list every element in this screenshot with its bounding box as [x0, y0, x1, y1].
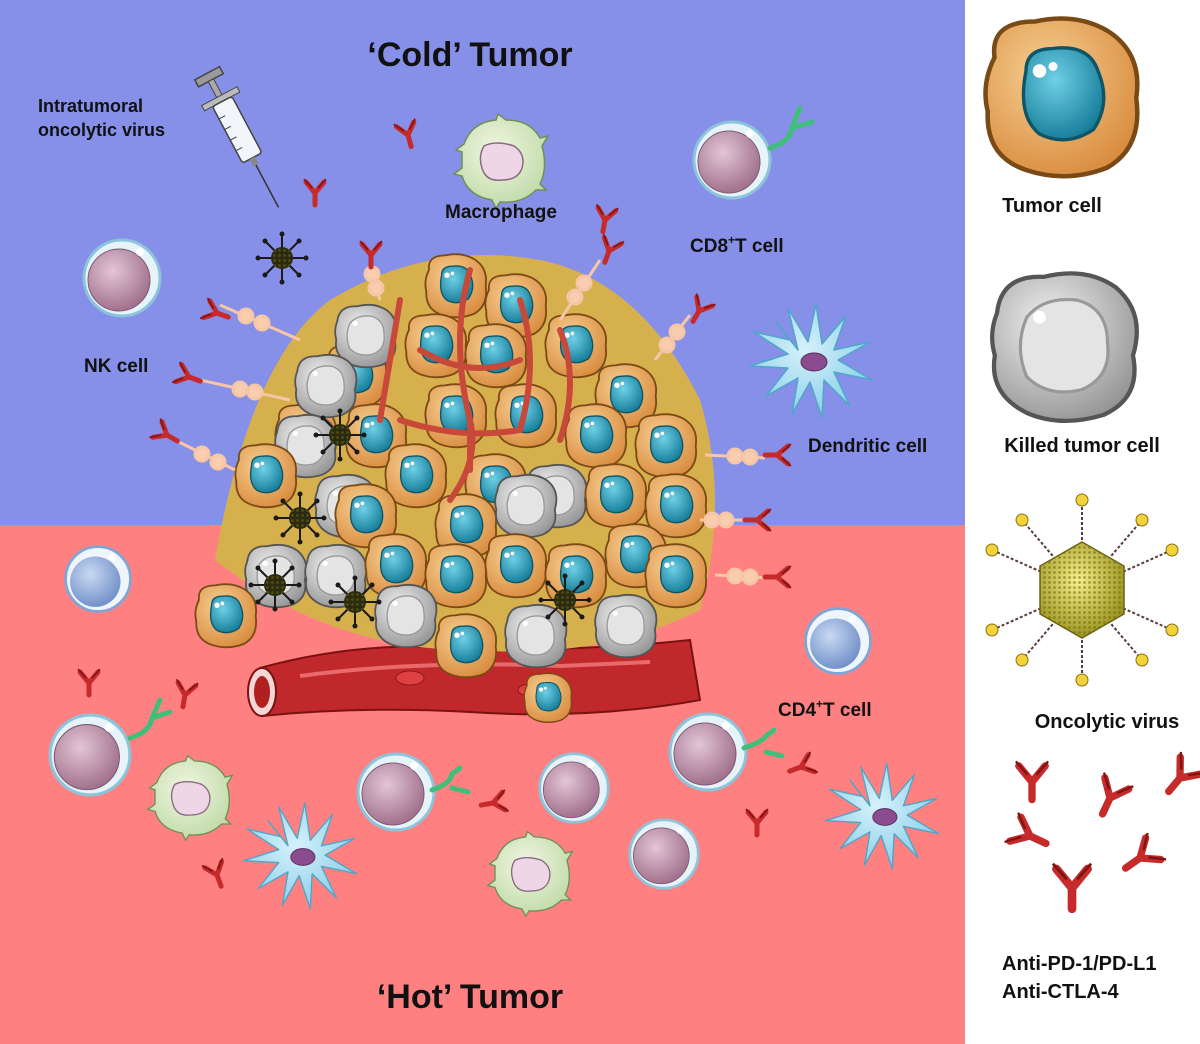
cold-tumor-title: ‘Cold’ Tumor [367, 36, 572, 74]
antibody-icon [1005, 752, 1200, 909]
blood-vessel [247, 638, 702, 718]
killed-tumor-cell-icon [992, 273, 1137, 421]
legend-antibody-line1: Anti-PD-1/PD-L1 [1002, 953, 1156, 975]
t-cell-hot-5 [628, 818, 700, 890]
nk-cell [82, 238, 162, 318]
legend-antibody-line2: Anti-CTLA-4 [1002, 981, 1120, 1003]
cd8-label: CD8+T cell [690, 233, 784, 257]
legend-tumor-cell: Tumor cell [1002, 195, 1102, 217]
dendritic-label: Dendritic cell [808, 436, 927, 457]
macrophage-label: Macrophage [445, 202, 557, 223]
cd4-t-cell-left [64, 545, 132, 613]
legend-oncolytic-virus: Oncolytic virus [1035, 711, 1180, 733]
legend: Tumor cell Killed tumor cell Oncolytic v… [985, 19, 1200, 1003]
t-cell-hot-4 [538, 752, 610, 824]
cd4-t-cell-right [804, 607, 872, 675]
pd-l1-chains [174, 259, 771, 586]
nk-label: NK cell [84, 356, 148, 377]
legend-killed-tumor-cell: Killed tumor cell [1004, 435, 1160, 457]
cd4-label: CD4+T cell [778, 697, 872, 721]
oncolytic-virus-icon [985, 493, 1179, 687]
virus-label-line1: Intratumoral [38, 96, 143, 116]
tumor-blood-vessels [377, 267, 573, 503]
syringe-icon [193, 65, 280, 208]
cd8-t-cell-hot-1 [48, 697, 173, 797]
hot-tumor-title: ‘Hot’ Tumor [377, 978, 563, 1016]
virus-icon [254, 230, 310, 286]
cd8-t-cell-hot-3 [668, 712, 785, 792]
tumor-cell-icon [986, 19, 1138, 177]
cd8-t-cell [692, 105, 815, 200]
virus-label-line2: oncolytic virus [38, 120, 165, 140]
cd8-t-cell-hot-2 [356, 752, 471, 832]
